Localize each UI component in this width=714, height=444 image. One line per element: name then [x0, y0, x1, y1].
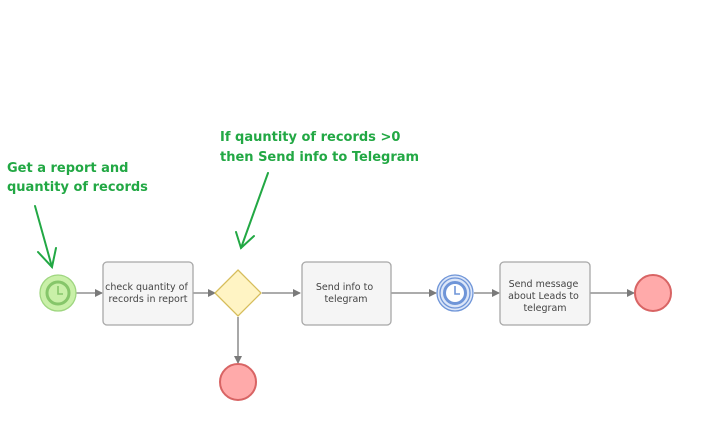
start-timer-event[interactable]: [39, 274, 77, 312]
end-event-final[interactable]: [634, 274, 672, 312]
gateway-annotation: If qauntity of records >0 then Send info…: [220, 130, 419, 165]
task-label: Send info to telegram: [316, 282, 376, 305]
hand-drawn-arrow-gateway: [235, 172, 269, 250]
start-annotation: Get a report and quantity of records: [7, 161, 148, 195]
intermediate-timer-event[interactable]: [436, 274, 474, 312]
task-label: Send message about Leads to telegram: [508, 279, 582, 314]
clock-icon: [443, 281, 467, 305]
clock-icon: [45, 280, 71, 306]
end-event-gateway[interactable]: [219, 363, 257, 401]
task-send-message-leads[interactable]: Send message about Leads to telegram: [499, 261, 591, 326]
hand-drawn-arrow-start: [34, 205, 57, 270]
task-label: check quantity of records in report: [105, 282, 191, 305]
task-check-quantity[interactable]: check quantity of records in report: [102, 261, 194, 326]
exclusive-gateway[interactable]: [214, 269, 262, 317]
task-send-info[interactable]: Send info to telegram: [301, 261, 392, 326]
